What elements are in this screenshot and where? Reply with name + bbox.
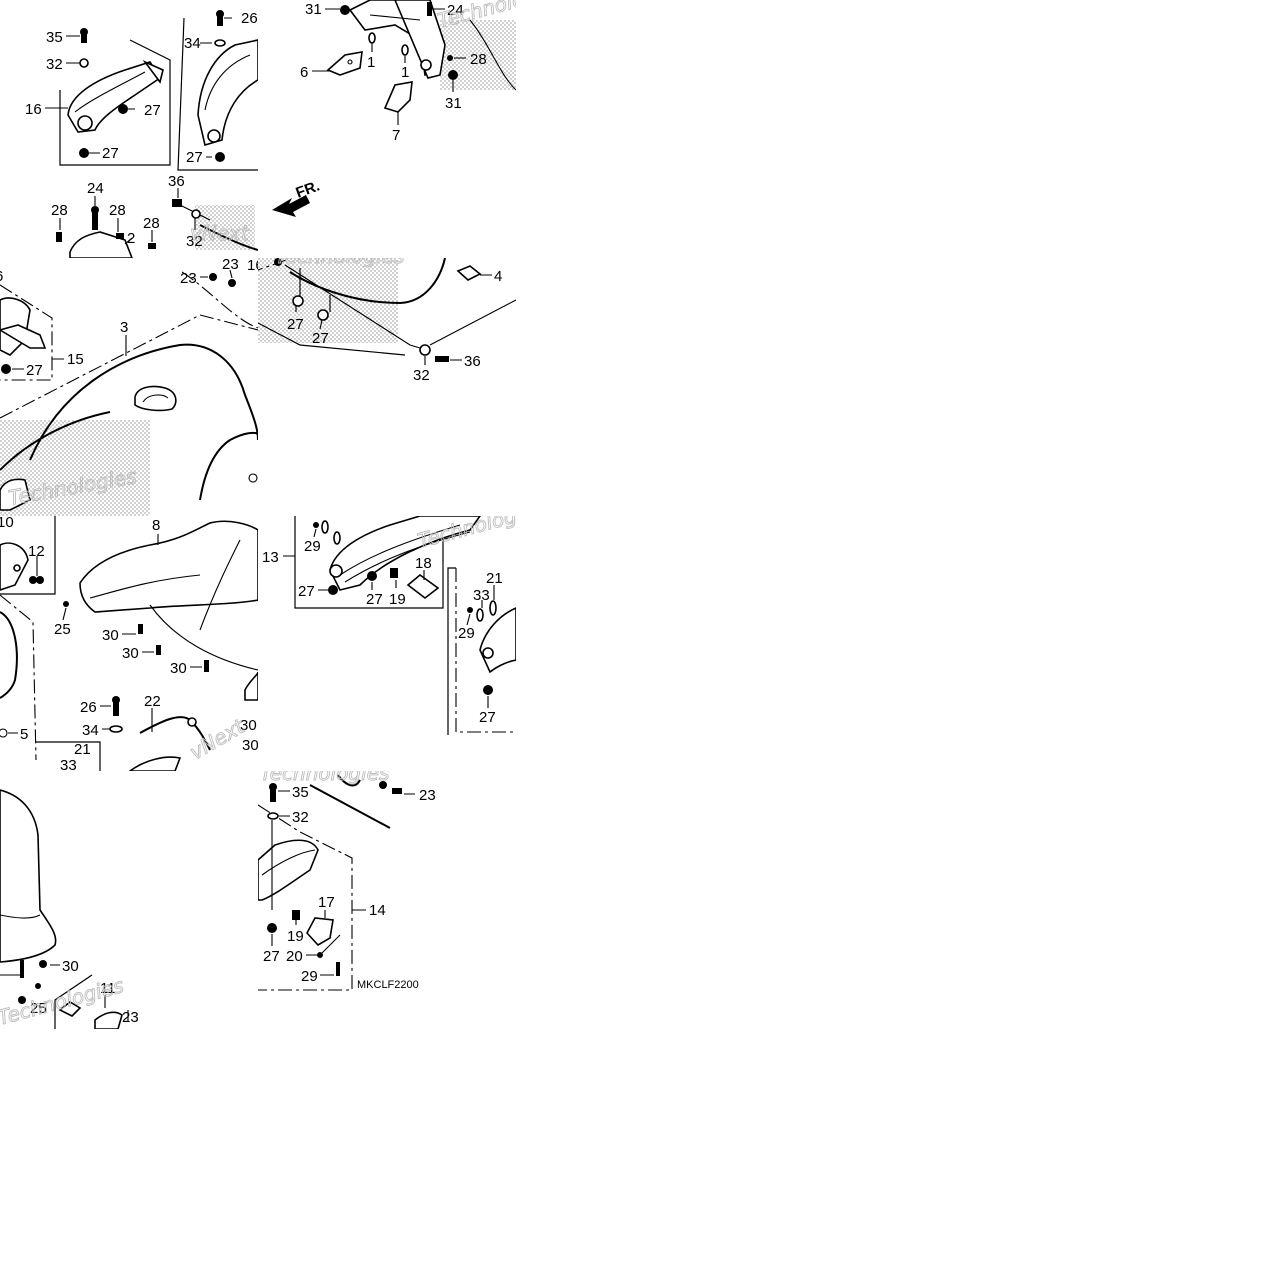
part-callout-32: 32 (292, 809, 309, 826)
part-callout-24: 24 (87, 180, 104, 197)
part-callout-21: 21 (486, 570, 503, 587)
tile-5: 8 12 25 30 30 30 26 34 22 21 33 5 30 30 … (0, 514, 259, 774)
part-callout-36: 36 (168, 173, 185, 190)
diagram-code: MKCLF2200 (357, 979, 419, 991)
part-callout-20: 20 (286, 948, 303, 965)
part-callout-27: 27 (144, 102, 161, 119)
part-callout-6: 6 (0, 268, 3, 285)
watermark: Technologies (260, 761, 389, 785)
part-callout-29: 29 (304, 538, 321, 555)
part-callout-30: 30 (102, 627, 119, 644)
part-callout-5: 5 (20, 726, 28, 743)
part-callout-1: 1 (401, 64, 409, 81)
part-callout-30: 30 (240, 717, 257, 734)
part-callout-10: 10 (0, 514, 14, 531)
part-callout-2: 2 (127, 230, 135, 247)
part-callout-30: 30 (62, 958, 79, 975)
part-callout-17: 17 (318, 894, 335, 911)
part-callout-27: 27 (298, 583, 315, 600)
part-callout-12: 12 (28, 543, 45, 560)
part-callout-33: 33 (60, 757, 77, 774)
tile-3: 3 15 27 23 23 16 6 Technologies (0, 256, 264, 516)
part-callout-27: 27 (312, 330, 329, 347)
part-callout-15: 15 (67, 351, 84, 368)
part-callout-27: 27 (287, 316, 304, 333)
part-callout-19: 19 (287, 928, 304, 945)
part-callout-23: 23 (419, 787, 436, 804)
part-callout-11: 11 (100, 980, 116, 997)
part-callout-28: 28 (51, 202, 68, 219)
part-callout-29: 29 (301, 968, 318, 985)
tile-2: FR. 31 24 28 6 1 1 7 31 Technologies (272, 0, 516, 217)
part-callout-6: 6 (300, 64, 308, 81)
part-callout-33: 33 (473, 587, 490, 604)
part-callout-32: 32 (413, 367, 430, 384)
part-callout-27: 27 (479, 709, 496, 726)
part-callout-14: 14 (369, 902, 386, 919)
part-callout-35: 35 (46, 29, 63, 46)
part-callout-23: 23 (180, 270, 197, 287)
part-callout-24: 24 (447, 2, 464, 19)
part-callout-19: 19 (389, 591, 406, 608)
part-callout-1: 1 (367, 54, 375, 71)
tile-1: 35 32 16 27 27 26 34 27 24 28 28 28 2 36… (25, 10, 258, 258)
part-callout-34: 34 (184, 35, 201, 52)
part-callout-35: 35 (292, 784, 309, 801)
part-callout-13: 13 (262, 549, 279, 566)
front-direction-label: FR. (294, 178, 323, 202)
part-callout-23: 23 (222, 256, 239, 273)
part-callout-23: 23 (122, 1009, 139, 1026)
watermark: Technologies (275, 244, 404, 268)
watermark: vNext (190, 221, 250, 245)
part-callout-3: 3 (120, 319, 128, 336)
part-callout-28: 28 (470, 51, 487, 68)
tile-7: 30 25 11 23 Technologies (0, 789, 139, 1029)
part-callout-34: 34 (82, 722, 99, 739)
part-callout-27: 27 (263, 948, 280, 965)
part-callout-22: 22 (144, 693, 161, 710)
part-callout-26: 26 (80, 699, 97, 716)
tile-4: 4 27 27 32 36 Technologies (258, 244, 516, 384)
part-callout-18: 18 (415, 555, 432, 572)
part-callout-25: 25 (30, 1000, 47, 1017)
part-callout-4: 4 (494, 268, 502, 285)
part-callout-8: 8 (152, 517, 160, 534)
part-callout-27: 27 (26, 362, 43, 379)
part-callout-26: 26 (241, 10, 258, 27)
part-callout-30: 30 (170, 660, 187, 677)
part-callout-16: 16 (25, 101, 42, 118)
part-callout-36: 36 (464, 353, 481, 370)
part-callout-29: 29 (458, 625, 475, 642)
part-callout-21: 21 (74, 741, 91, 758)
part-callout-7: 7 (392, 127, 400, 144)
part-callout-31: 31 (445, 95, 462, 112)
part-callout-28: 28 (109, 202, 126, 219)
part-callout-27: 27 (366, 591, 383, 608)
part-callout-31: 31 (305, 1, 322, 18)
tile-8: 35 32 23 14 17 19 27 20 29 MKCLF2200 Tec… (258, 761, 436, 991)
part-callout-30: 30 (242, 737, 259, 754)
watermark: Technologies (415, 496, 546, 553)
part-callout-32: 32 (46, 56, 63, 73)
part-callout-28: 28 (143, 215, 160, 232)
part-callout-30: 30 (122, 645, 139, 662)
part-callout-25: 25 (54, 621, 71, 638)
tile-6: 13 29 27 27 19 18 21 33 29 27 Technologi… (262, 496, 546, 735)
part-callout-27: 27 (186, 149, 203, 166)
part-callout-16: 16 (247, 257, 264, 274)
part-callout-32: 32 (186, 233, 203, 250)
part-callout-27: 27 (102, 145, 119, 162)
